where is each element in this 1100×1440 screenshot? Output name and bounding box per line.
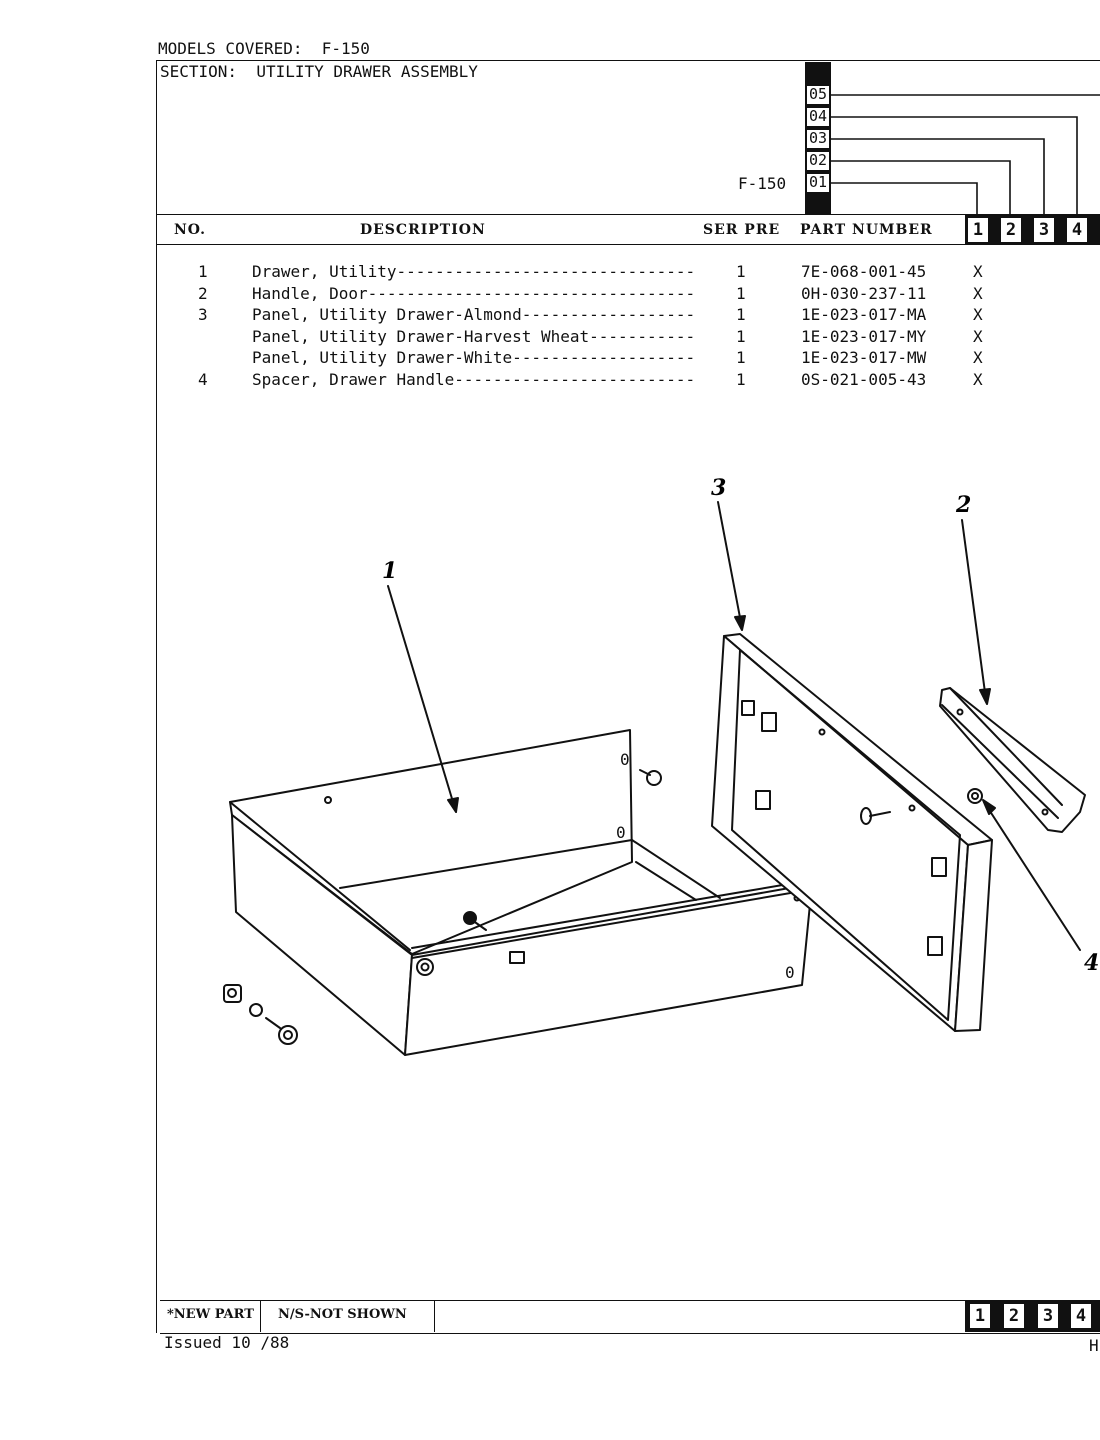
table-row: 1 Drawer, Utility-----------------------… [156,262,1100,284]
issued-date: Issued 10 /88 [164,1333,290,1352]
series-code-03: 03 [806,129,830,149]
column-box-3: 3 [1033,217,1055,243]
row-mark: X [973,283,983,303]
row-no: 3 [198,305,208,324]
leader-4 [983,801,1081,951]
column-box-1: 1 [967,217,989,243]
column-header-part-number: PART NUMBER [800,222,933,238]
column-header-no: NO. [174,222,207,238]
footer-column-2: 2 [1003,1303,1025,1329]
row-part-number: 7E-068-001-45 [801,262,927,281]
row-qty: 1 [736,348,746,367]
new-part-legend: *NEW PART [161,1300,261,1332]
connector-03 [831,138,1045,218]
row-no: 4 [198,369,208,389]
callout-3: 3 [711,475,726,501]
row-qty: 1 [736,305,746,324]
table-row: Panel, Utility Drawer-Harvest Wheat-----… [156,327,1100,349]
series-code-01: 01 [806,173,830,193]
row-qty: 1 [736,326,746,346]
drawer-bolt [639,769,662,786]
footer-column-1: 1 [969,1303,991,1329]
footer-bar [160,1300,1100,1334]
row-qty: 1 [736,262,746,281]
handle-door [939,687,1086,833]
section-title: SECTION: UTILITY DRAWER ASSEMBLY [160,62,478,81]
page-frame [156,60,1100,1333]
row-description: Panel, Utility Drawer-Harvest Wheat-----… [252,326,696,346]
models-covered: MODELS COVERED: F-150 [158,39,370,58]
leader-2 [961,519,987,701]
svg-text:0: 0 [616,823,626,842]
connector-01 [831,182,978,218]
row-mark: X [973,326,983,346]
row-part-number: 0S-021-005-43 [801,369,927,389]
row-mark: X [973,348,983,367]
row-part-number: 0H-030-237-11 [801,283,927,303]
not-shown-legend: N/S-NOT SHOWN [272,1300,435,1332]
leader-3 [717,501,743,629]
row-description: Spacer, Drawer Handle-------------------… [252,369,696,389]
series-code-02: 02 [806,151,830,171]
exploded-diagram: 0 0 0 [223,475,1099,1056]
table-header-top-rule [156,214,1100,215]
callout-4: 4 [1084,950,1099,976]
row-description: Panel, Utility Drawer-Almond------------… [252,305,696,324]
series-code-05: 05 [806,85,830,105]
leader-1 [387,585,457,813]
footer-column-3: 3 [1037,1303,1059,1329]
table-row: 4 Spacer, Drawer Handle-----------------… [156,370,1100,392]
model-label: F-150 [738,174,787,193]
fastener-set [223,984,298,1045]
column-box-2: 2 [1000,217,1022,243]
callout-1: 1 [382,558,397,584]
panel-utility-drawer [711,633,993,1032]
callout-2: 2 [955,492,971,518]
column-header-description: DESCRIPTION [360,222,486,238]
spacer-drawer-handle [967,788,983,804]
connector-02 [831,160,1011,218]
svg-text:0: 0 [620,750,630,769]
drawer-utility: 0 0 0 [229,729,813,1056]
row-part-number: 1E-023-017-MW [801,348,927,367]
series-connector-lines [831,94,1100,218]
table-row: 2 Handle, Door--------------------------… [156,284,1100,306]
row-no: 2 [198,283,208,303]
table-header-bottom-rule [156,244,1100,245]
table-row: 3 Panel, Utility Drawer-Almond----------… [156,305,1100,327]
row-description: Handle, Door----------------------------… [252,283,696,303]
row-description: Drawer, Utility-------------------------… [252,262,696,281]
column-box-4: 4 [1066,217,1088,243]
connector-04 [831,116,1078,218]
row-description: Panel, Utility Drawer-White-------------… [252,348,696,367]
column-header-ser-pre: SER PRE [703,222,781,238]
footer-column-4: 4 [1070,1303,1092,1329]
row-mark: X [973,305,983,324]
row-qty: 1 [736,283,746,303]
row-part-number: 1E-023-017-MY [801,326,927,346]
row-qty: 1 [736,369,746,389]
svg-text:0: 0 [785,963,795,982]
table-row: Panel, Utility Drawer-White-------------… [156,348,1100,370]
series-code-04: 04 [806,107,830,127]
row-part-number: 1E-023-017-MA [801,305,927,324]
row-mark: X [973,262,983,281]
row-mark: X [973,369,983,389]
row-no: 1 [198,262,208,281]
page-mark: H [1089,1336,1099,1355]
